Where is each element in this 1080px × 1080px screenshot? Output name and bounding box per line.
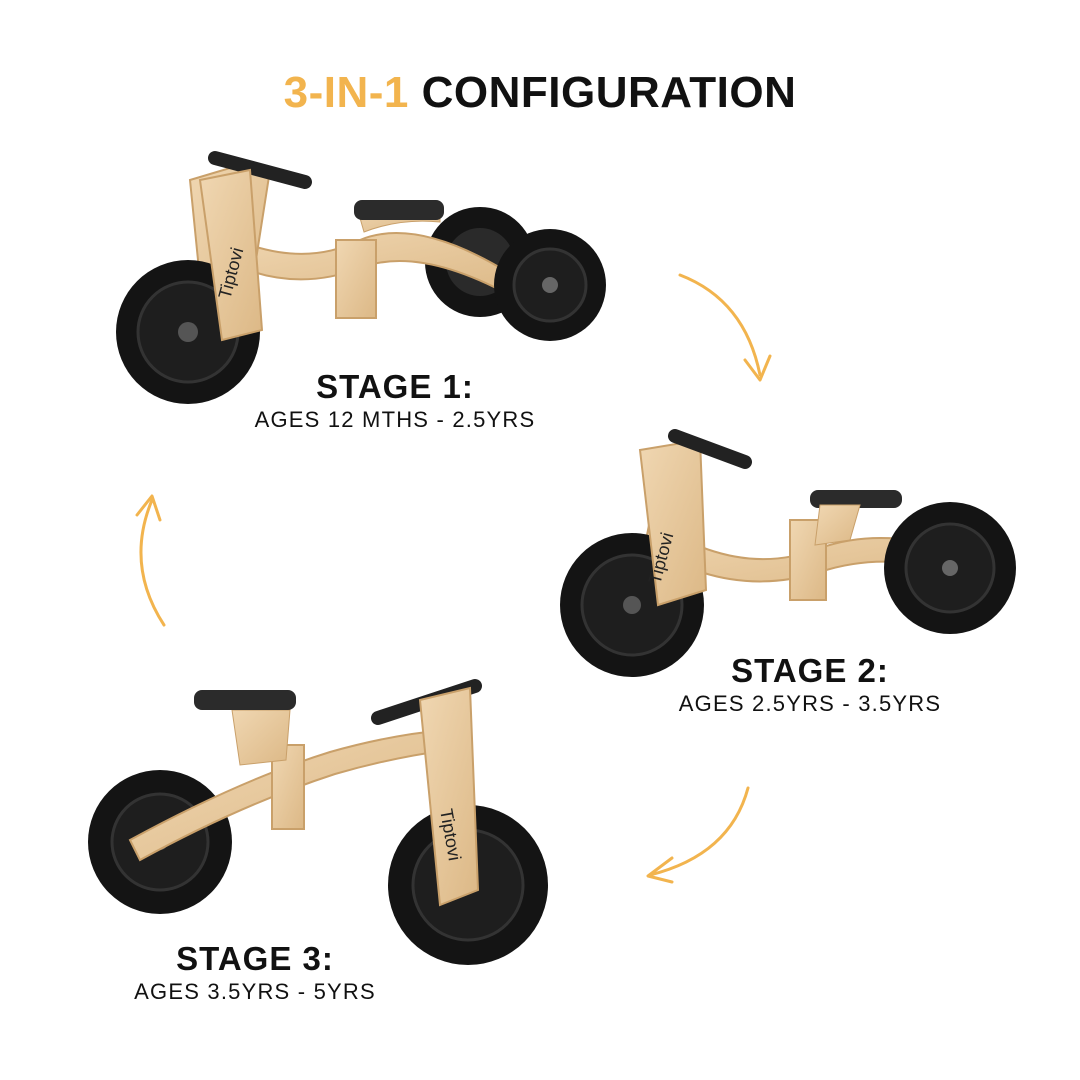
curved-arrow-down-left-icon xyxy=(646,786,750,884)
page-title: 3-IN-1 CONFIGURATION xyxy=(0,68,1080,118)
rear-wheel xyxy=(884,502,1016,634)
stage3-bike-image: Tiptovi xyxy=(88,679,548,965)
curved-arrow-down-right-icon xyxy=(678,273,772,382)
stage-3-name: STAGE 3: xyxy=(176,940,334,977)
stage-2-name: STAGE 2: xyxy=(731,652,889,689)
title-main: CONFIGURATION xyxy=(421,68,797,117)
curved-arrow-up-icon xyxy=(135,494,166,627)
stage1-bike-image: Tiptovi xyxy=(116,151,606,404)
stage-1-ages: AGES 12 MTHS - 2.5YRS xyxy=(254,407,536,432)
stage-1-name: STAGE 1: xyxy=(316,368,474,405)
stage-2-ages: AGES 2.5YRS - 3.5YRS xyxy=(678,691,942,716)
stage-2-label: STAGE 2: AGES 2.5YRS - 3.5YRS xyxy=(650,652,970,718)
stage-3-ages: AGES 3.5YRS - 5YRS xyxy=(134,979,376,1004)
handlebar xyxy=(208,151,312,189)
title-accent: 3-IN-1 xyxy=(283,68,409,117)
stage-3-label: STAGE 3: AGES 3.5YRS - 5YRS xyxy=(110,940,400,1006)
rear-wheel-front xyxy=(494,229,606,341)
stage2-bike-image: Tiptovi xyxy=(560,429,1016,677)
stage-1-label: STAGE 1: AGES 12 MTHS - 2.5YRS xyxy=(230,368,560,434)
